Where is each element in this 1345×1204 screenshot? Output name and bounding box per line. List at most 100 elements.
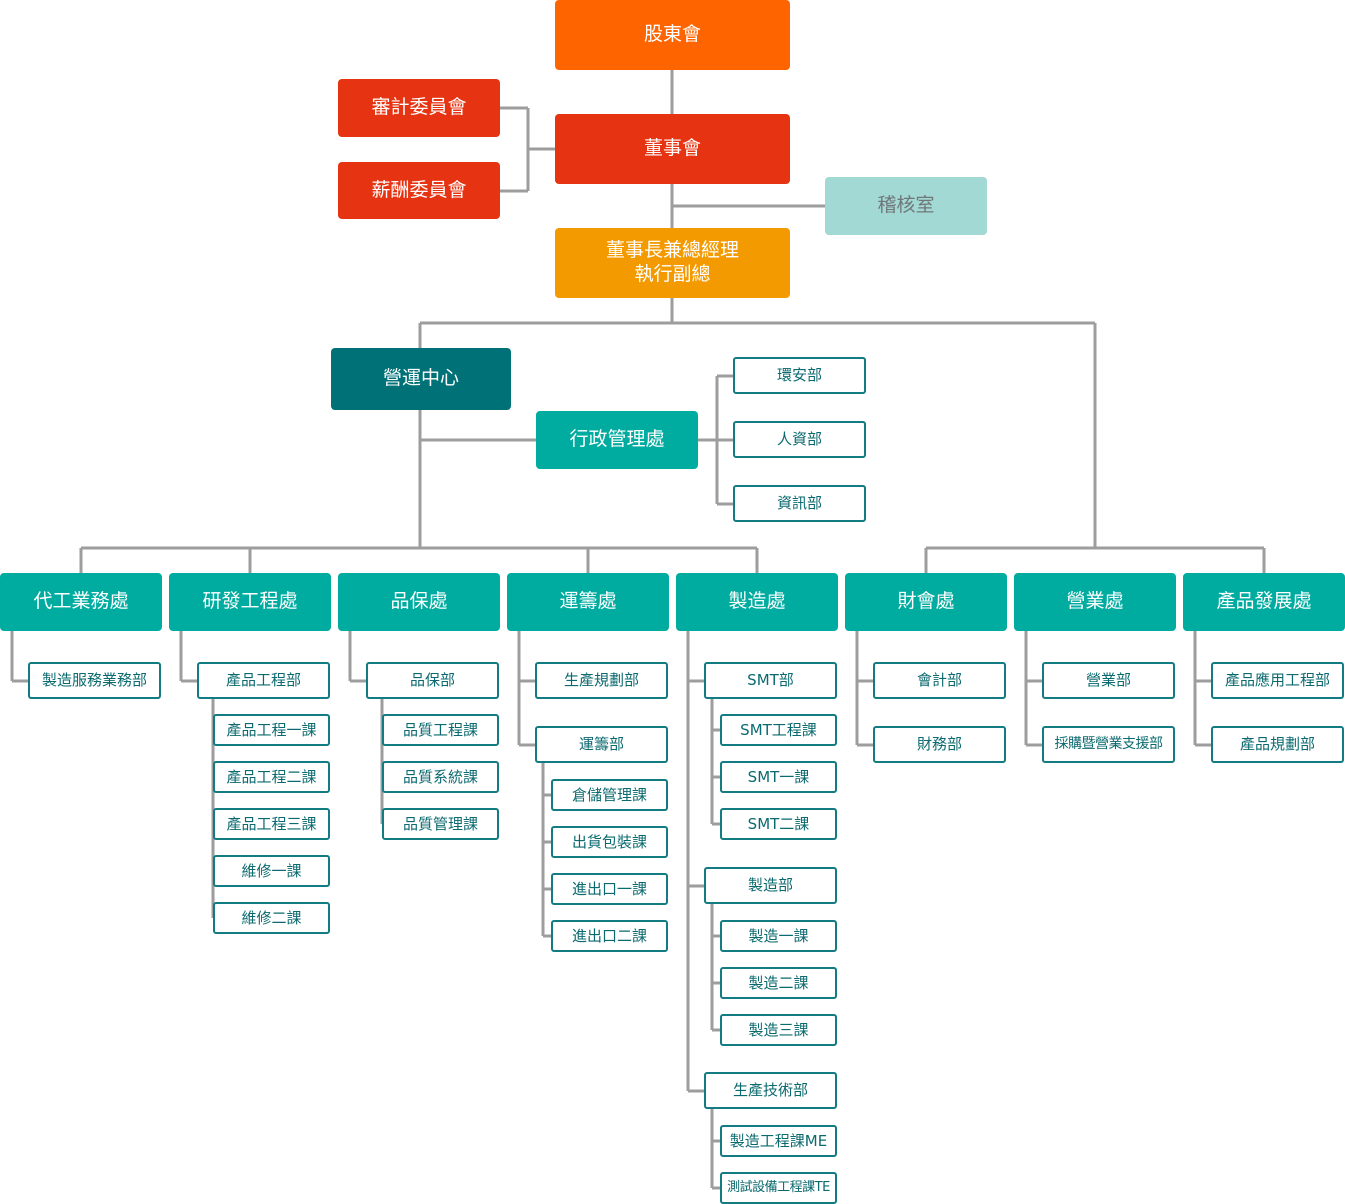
node-shipping-packing-section: 出貨包裝課 — [551, 826, 668, 858]
node-manufacturing-dept: 製造部 — [704, 867, 837, 904]
node-label: 營運中心 — [382, 367, 459, 390]
node-label-line1: 董事長兼總經理 — [605, 239, 739, 262]
node-chairman: 董事長兼總經理 執行副總 — [555, 228, 790, 298]
node-smt-section-1: SMT一課 — [720, 761, 837, 793]
node-label: 審計委員會 — [371, 96, 467, 119]
node-logistics-division: 運籌處 — [507, 573, 669, 631]
node-finance-dept: 財務部 — [873, 726, 1006, 763]
node-label: 資訊部 — [776, 494, 822, 513]
node-label: 產品應用工程部 — [1224, 671, 1330, 690]
node-import-export-section-1: 進出口一課 — [551, 873, 668, 905]
node-manufacturing-section-1: 製造一課 — [720, 920, 837, 952]
node-label: 生產技術部 — [732, 1081, 808, 1100]
node-audit-office: 稽核室 — [825, 177, 987, 235]
node-label: 研發工程處 — [202, 590, 298, 613]
node-label: 測試設備工程課TE — [727, 1179, 830, 1195]
node-label: 維修二課 — [241, 908, 302, 927]
node-smt-engineering-section: SMT工程課 — [720, 714, 837, 746]
node-it-dept: 資訊部 — [733, 485, 866, 522]
node-hr-dept: 人資部 — [733, 421, 866, 458]
node-mfg-engineering-me-section: 製造工程課ME — [720, 1125, 837, 1157]
node-label: 會計部 — [916, 671, 962, 690]
node-label: 產品工程三課 — [226, 814, 317, 833]
node-qa-division: 品保處 — [338, 573, 500, 631]
node-label: 稽核室 — [877, 194, 935, 217]
node-label: 進出口一課 — [571, 879, 647, 898]
node-label: 財務部 — [916, 735, 962, 754]
node-product-engineering-section-2: 產品工程二課 — [213, 761, 330, 793]
node-logistics-dept: 運籌部 — [535, 726, 668, 763]
node-product-engineering-section-1: 產品工程一課 — [213, 714, 330, 746]
node-label: 採購暨營業支援部 — [1054, 735, 1164, 752]
node-product-dev-division: 產品發展處 — [1183, 573, 1345, 631]
node-production-planning-dept: 生產規劃部 — [535, 662, 668, 699]
node-sales-dept: 營業部 — [1042, 662, 1175, 699]
node-label: 財會處 — [897, 590, 955, 613]
node-label: 品質管理課 — [402, 814, 478, 833]
node-product-planning-dept: 產品規劃部 — [1211, 726, 1344, 763]
node-qa-dept: 品保部 — [366, 662, 499, 699]
node-label: 股東會 — [643, 23, 701, 46]
node-board: 董事會 — [555, 114, 790, 184]
node-label: 運籌部 — [578, 735, 624, 754]
node-label: 產品發展處 — [1216, 590, 1312, 613]
node-label: 產品工程一課 — [226, 720, 317, 739]
node-finance-division: 財會處 — [845, 573, 1007, 631]
node-mfg-service-sales-dept: 製造服務業務部 — [28, 662, 161, 699]
node-label: 運籌處 — [559, 590, 617, 613]
node-test-equipment-te-section: 測試設備工程課TE — [720, 1172, 837, 1204]
node-label: 產品工程二課 — [226, 767, 317, 786]
node-label: 進出口二課 — [571, 926, 647, 945]
node-label: 行政管理處 — [569, 428, 665, 451]
node-label: 人資部 — [776, 430, 822, 449]
node-product-engineering-section-3: 產品工程三課 — [213, 808, 330, 840]
node-accounting-dept: 會計部 — [873, 662, 1006, 699]
node-smt-dept: SMT部 — [704, 662, 837, 699]
node-import-export-section-2: 進出口二課 — [551, 920, 668, 952]
node-env-safety-dept: 環安部 — [733, 357, 866, 394]
node-smt-section-2: SMT二課 — [720, 808, 837, 840]
node-label: 營業部 — [1085, 671, 1131, 690]
node-label: 營業處 — [1066, 590, 1124, 613]
node-label: 製造一課 — [748, 926, 809, 945]
node-audit-committee: 審計委員會 — [338, 79, 500, 137]
node-label: 產品工程部 — [225, 671, 301, 690]
node-label: 維修一課 — [241, 861, 302, 880]
node-label: SMT部 — [747, 671, 794, 690]
node-label: 製造服務業務部 — [41, 671, 147, 690]
node-warehouse-section: 倉儲管理課 — [551, 779, 668, 811]
node-shareholders: 股東會 — [555, 0, 790, 70]
node-quality-management-section: 品質管理課 — [382, 808, 499, 840]
node-label: 產品規劃部 — [1239, 735, 1315, 754]
node-manufacturing-section-3: 製造三課 — [720, 1014, 837, 1046]
node-label: 製造部 — [747, 876, 793, 895]
node-operations-center: 營運中心 — [331, 348, 511, 410]
node-repair-section-1: 維修一課 — [213, 855, 330, 887]
node-oem-division: 代工業務處 — [0, 573, 162, 631]
node-label: 製造工程課ME — [729, 1131, 828, 1150]
node-label: SMT二課 — [747, 814, 810, 833]
node-label: 生產規劃部 — [563, 671, 639, 690]
node-rd-division: 研發工程處 — [169, 573, 331, 631]
node-label: 代工業務處 — [33, 590, 129, 613]
node-label: 製造二課 — [748, 973, 809, 992]
node-label: SMT工程課 — [740, 720, 817, 739]
node-admin-division: 行政管理處 — [536, 411, 698, 469]
node-procurement-sales-support-dept: 採購暨營業支援部 — [1042, 726, 1175, 763]
node-label: SMT一課 — [747, 767, 810, 786]
node-label: 品質系統課 — [402, 767, 478, 786]
node-label: 出貨包裝課 — [571, 832, 647, 851]
node-label: 品保處 — [390, 590, 448, 613]
node-quality-system-section: 品質系統課 — [382, 761, 499, 793]
node-label: 倉儲管理課 — [571, 785, 647, 804]
node-product-engineering-dept: 產品工程部 — [197, 662, 330, 699]
node-sales-division: 營業處 — [1014, 573, 1176, 631]
node-label: 製造處 — [728, 590, 786, 613]
node-label: 環安部 — [776, 366, 822, 385]
node-quality-engineering-section: 品質工程課 — [382, 714, 499, 746]
node-production-tech-dept: 生產技術部 — [704, 1072, 837, 1109]
node-label-line2: 執行副總 — [634, 263, 711, 285]
node-label: 品保部 — [409, 671, 455, 690]
node-product-application-engineering-dept: 產品應用工程部 — [1211, 662, 1344, 699]
